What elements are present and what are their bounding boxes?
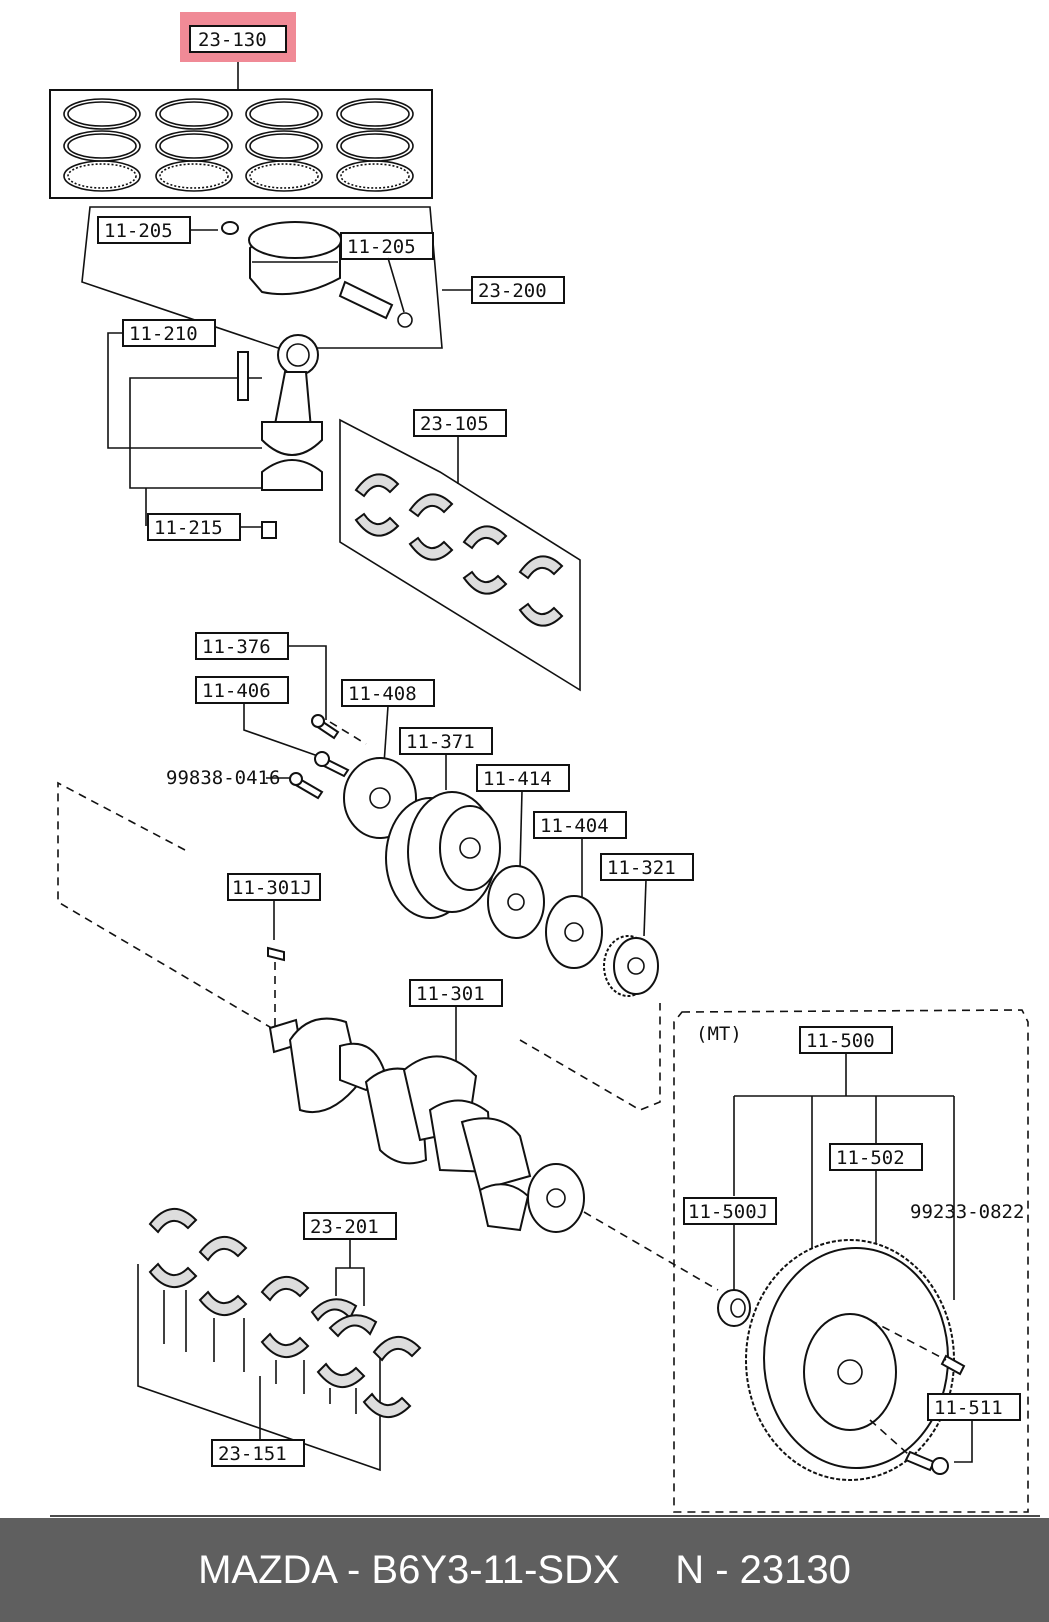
connecting-rod[interactable] <box>237 334 323 539</box>
label-99838-0416[interactable]: 99838-0416 <box>166 767 280 789</box>
pilot-bearing[interactable] <box>717 1289 751 1327</box>
mt-group-outline <box>673 1009 1029 1513</box>
pulley-boss[interactable] <box>545 895 603 969</box>
label-11-502[interactable]: 11-502 <box>836 1147 905 1169</box>
main-bearings[interactable] <box>148 1208 422 1418</box>
label-23-201[interactable]: 23-201 <box>310 1216 379 1238</box>
piston-assembly-outline <box>81 206 443 349</box>
pulley-plate-2[interactable] <box>487 865 545 939</box>
label-23-105[interactable]: 23-105 <box>420 413 489 435</box>
pulley-bolts[interactable] <box>289 714 350 800</box>
label-11-414[interactable]: 11-414 <box>483 768 552 790</box>
label-11-301[interactable]: 11-301 <box>416 983 485 1005</box>
conrod-bearings[interactable] <box>354 473 564 627</box>
crankshaft[interactable] <box>268 1017 585 1233</box>
piston-ring-set-box <box>49 89 433 199</box>
piston-ring-set[interactable] <box>63 98 414 192</box>
label-mt: (MT) <box>696 1023 742 1045</box>
label-11-500[interactable]: 11-500 <box>806 1030 875 1052</box>
label-23-151[interactable]: 23-151 <box>218 1443 287 1465</box>
label-11-371[interactable]: 11-371 <box>406 731 475 753</box>
parts-diagram: 23-130 11-205 11-205 23-200 <box>49 12 1040 1517</box>
label-23-130[interactable]: 23-130 <box>198 29 267 51</box>
piston[interactable] <box>221 221 413 328</box>
conrod-bearing-set-box <box>339 418 581 692</box>
crankshaft-pulley[interactable] <box>385 791 501 919</box>
label-11-404[interactable]: 11-404 <box>540 815 609 837</box>
label-23-200[interactable]: 23-200 <box>478 280 547 302</box>
label-11-406[interactable]: 11-406 <box>202 680 271 702</box>
label-11-511[interactable]: 11-511 <box>934 1397 1003 1419</box>
footer-caption: MAZDA - B6Y3-11-SDX N - 23130 <box>198 1547 851 1592</box>
label-11-215[interactable]: 11-215 <box>154 517 223 539</box>
timing-pulley[interactable] <box>603 935 659 997</box>
label-11-301J[interactable]: 11-301J <box>232 877 312 899</box>
label-11-205-clip[interactable]: 11-205 <box>104 220 173 242</box>
footer-bar: MAZDA - B6Y3-11-SDX N - 23130 <box>0 1518 1049 1622</box>
label-11-205-pin-clip[interactable]: 11-205 <box>347 236 416 258</box>
dowel-pin[interactable] <box>940 1354 966 1376</box>
crankshaft-key[interactable] <box>267 946 285 962</box>
label-11-321[interactable]: 11-321 <box>607 857 676 879</box>
label-11-210[interactable]: 11-210 <box>129 323 198 345</box>
label-11-376[interactable]: 11-376 <box>202 636 271 658</box>
label-99233-0822[interactable]: 99233-0822 <box>910 1201 1024 1223</box>
flywheel[interactable] <box>745 1239 955 1481</box>
flywheel-bolt[interactable] <box>904 1450 949 1475</box>
label-11-408[interactable]: 11-408 <box>348 683 417 705</box>
label-11-500J[interactable]: 11-500J <box>688 1201 768 1223</box>
